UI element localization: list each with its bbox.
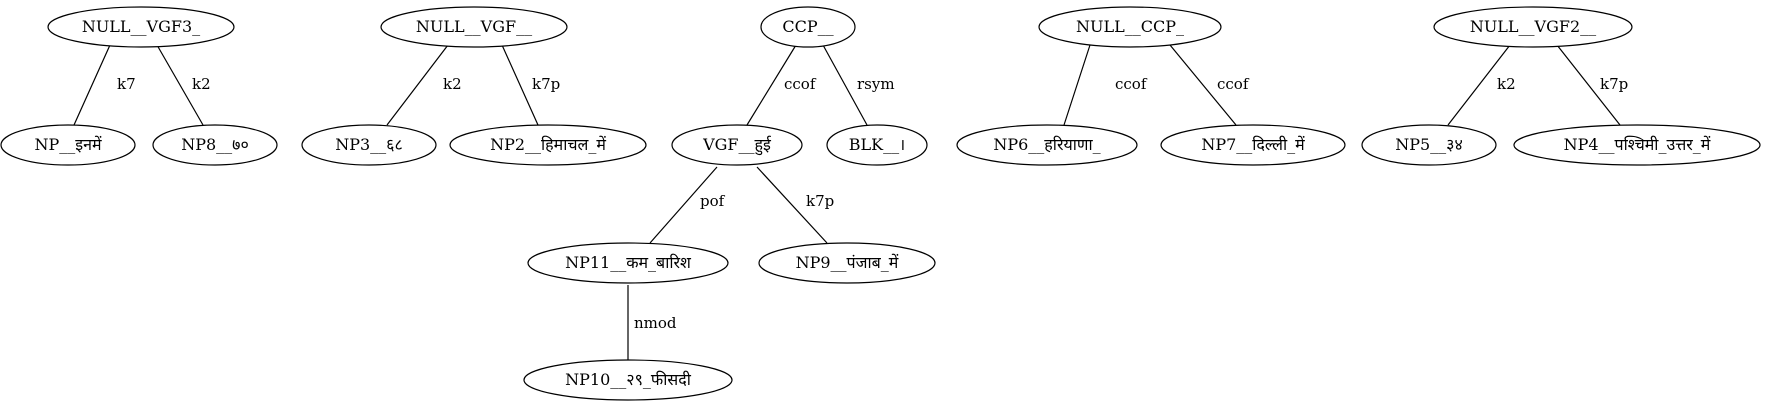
edge-label: k7p [532, 75, 560, 93]
node-label: NP9__पंजाब_में [796, 253, 899, 272]
node-label: NP4__पश्चिमी_उत्तर_में [1564, 135, 1711, 154]
node-ccp: CCP__ [760, 6, 856, 48]
node-label: NP2__हिमाचल_में [490, 135, 606, 154]
edge-null-vgf3-to-np8: k2 [156, 44, 211, 126]
edge-null-vgf-to-np3: k2 [386, 44, 462, 126]
node-label: NP6__हरियाणा_ [993, 135, 1100, 154]
node-np10: NP10__२९_फीसदी [523, 359, 733, 401]
node-np8: NP8__७० [152, 124, 278, 166]
edge-null-ccp-to-np7: ccof [1169, 44, 1250, 126]
edge-null-vgf2-to-np4: k7p [1556, 44, 1628, 126]
edge-label: k7p [1600, 75, 1628, 93]
node-vgf: VGF__हुई [671, 124, 803, 166]
node-np2: NP2__हिमाचल_में [449, 124, 647, 166]
edge-null-ccp-to-np6: ccof [1063, 44, 1148, 126]
node-np9: NP9__पंजाब_में [758, 242, 936, 284]
node-label: NP__इनमें [34, 135, 102, 154]
node-null-vgf: NULL__VGF__ [380, 6, 568, 48]
edge-null-vgf2-to-np5: k2 [1447, 44, 1516, 126]
node-label: NP8__७० [181, 135, 249, 154]
edge-label: ccof [784, 75, 817, 93]
node-label: CCP__ [782, 17, 833, 36]
node-np5: NP5__३४ [1361, 124, 1497, 166]
edge-null-vgf3-to-np-in: k7 [73, 44, 136, 126]
node-label: NULL__CCP_ [1076, 17, 1184, 36]
node-null-vgf2: NULL__VGF2__ [1433, 6, 1633, 48]
edge-label: k7p [806, 192, 834, 210]
edge-label: k2 [443, 75, 462, 93]
node-blk: BLK__। [826, 124, 928, 166]
edge-label: pof [700, 192, 726, 210]
node-np-in: NP__इनमें [0, 124, 136, 166]
edge-ccp-to-blk: rsym [822, 44, 895, 126]
edge-label: nmod [634, 314, 677, 332]
node-null-ccp: NULL__CCP_ [1038, 6, 1222, 48]
edge-np11-to-np10: nmod [627, 285, 677, 360]
edge-label: ccof [1217, 75, 1250, 93]
edge-label: k7 [117, 75, 136, 93]
edge-null-vgf-to-np2: k7p [501, 44, 560, 126]
node-np3: NP3__६८ [301, 124, 437, 166]
node-np6: NP6__हरियाणा_ [956, 124, 1138, 166]
node-np11: NP11__कम_बारिश [527, 242, 729, 284]
node-label: BLK__। [849, 135, 905, 154]
edge-ccp-to-vgf: ccof [746, 44, 817, 126]
edge-label: rsym [857, 75, 895, 93]
node-label: NULL__VGF__ [416, 17, 532, 36]
node-label: NP7__दिल्ली_में [1201, 135, 1305, 154]
node-label: NULL__VGF3_ [82, 17, 200, 36]
node-label: NP11__कम_बारिश [565, 253, 692, 272]
node-np7: NP7__दिल्ली_में [1160, 124, 1346, 166]
node-null-vgf3: NULL__VGF3_ [47, 6, 235, 48]
node-label: NP3__६८ [335, 135, 403, 154]
node-label: VGF__हुई [702, 135, 772, 156]
edge-vgf-to-np9: k7p [756, 166, 834, 244]
node-label: NULL__VGF2__ [1470, 17, 1596, 36]
node-label: NP10__२९_फीसदी [565, 370, 692, 389]
edge-label: ccof [1115, 75, 1148, 93]
edge-vgf-to-np11: pof [649, 166, 726, 244]
edge-label: k2 [192, 75, 211, 93]
edge-label: k2 [1497, 75, 1516, 93]
node-np4: NP4__पश्चिमी_उत्तर_में [1513, 124, 1761, 166]
node-label: NP5__३४ [1395, 135, 1463, 154]
